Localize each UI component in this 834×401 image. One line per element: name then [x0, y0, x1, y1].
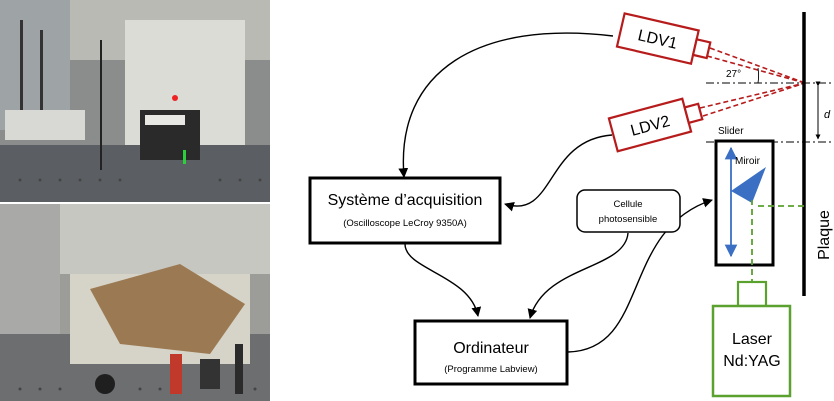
slider-label: Slider: [718, 126, 744, 137]
arrow-acquisition-to-computer: [404, 243, 482, 317]
angle-arc: [757, 67, 760, 84]
acquisition-box: [308, 176, 502, 245]
arrow-ldv2-to-acquisition: [504, 134, 613, 212]
mirror-label: Miroir: [735, 156, 761, 167]
computer-box: [413, 319, 569, 386]
acquisition-title: Système d’acquisition: [328, 192, 483, 209]
setup-diagram: Système d’acquisition (Oscilloscope LeCr…: [308, 12, 834, 398]
lab-setup-photo-bottom: [0, 204, 270, 401]
ldv1-beam-lower: [706, 55, 806, 84]
ldv2-beam-lower: [702, 82, 806, 117]
ldv1-sensor: LDV1: [615, 12, 712, 65]
laser-box: [711, 304, 792, 398]
computer-title: Ordinateur: [453, 340, 529, 357]
photocell-line2: photosensible: [599, 214, 658, 225]
laser-line1: Laser: [732, 331, 773, 348]
photocell-line1: Cellule: [613, 199, 642, 210]
plate-label: Plaque: [816, 210, 833, 260]
distance-label: d: [824, 109, 831, 121]
ldv1-beam-upper: [709, 47, 806, 84]
laser-line2: Nd:YAG: [723, 353, 781, 370]
mirror: [731, 167, 766, 203]
angle-label: 27°: [726, 69, 741, 80]
ldv2-beam-upper: [699, 82, 806, 109]
arrow-photocell-to-computer: [527, 232, 629, 319]
lab-setup-photo-top: [0, 0, 270, 202]
ldv2-sensor: LDV2: [607, 97, 704, 153]
acquisition-subtitle: (Oscilloscope LeCroy 9350A): [343, 218, 467, 229]
slider-box: [714, 139, 775, 267]
laser-head: [736, 280, 768, 308]
arrow-computer-to-slider: [567, 198, 713, 353]
computer-subtitle: (Programme Labview): [444, 364, 537, 375]
arrow-ldv1-to-acquisition: [398, 32, 614, 178]
photocell-box: [576, 189, 681, 233]
